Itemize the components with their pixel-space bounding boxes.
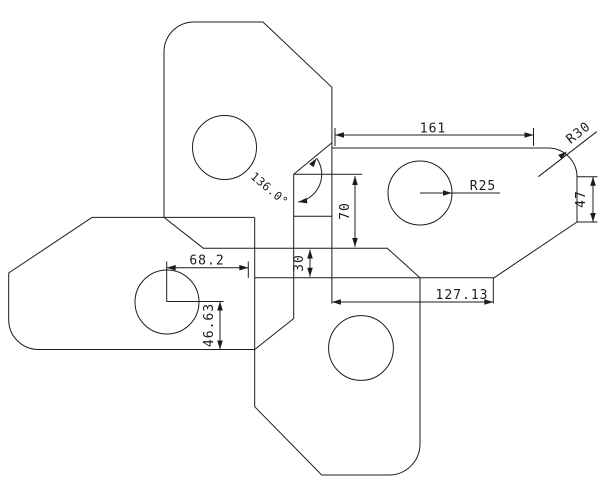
dimension-labels: 161 70 30 47 127.13 68.2 46.63 136.0° R3… [189,119,594,347]
dim-left-offset-x-label: 68.2 [189,254,224,269]
dim-corner-angle-label: 136.0° [248,169,291,208]
dim-upper-gap-label: 70 [338,202,353,220]
top-plate-left-outline [163,52,387,249]
center-vertical-edge [254,174,295,350]
hole-bottom-plate [328,315,394,381]
dim-r30-leader [537,131,598,178]
dim-angle-arc [298,157,323,203]
dim-corner-radius-label: R30 [564,119,594,147]
dimension-lines [166,128,598,350]
dim-left-offset-y-label: 46.63 [202,303,217,347]
part-outlines [8,21,578,476]
dim-top-width-label: 161 [420,122,446,137]
dim-right-height-label: 47 [574,190,589,208]
dim-bottom-width-label: 127.13 [436,288,489,303]
hole-top-plate [192,115,257,180]
dim-hole-radius-label: R25 [470,179,496,194]
dimension-arrows [166,132,596,350]
dim-center-gap-label: 30 [292,254,307,272]
left-plate-outline [8,216,255,350]
top-plate-outline [163,21,333,278]
right-plate-vertex-diagonal [293,142,333,175]
bottom-plate-outline [254,217,421,476]
right-plate-outline [331,147,578,279]
